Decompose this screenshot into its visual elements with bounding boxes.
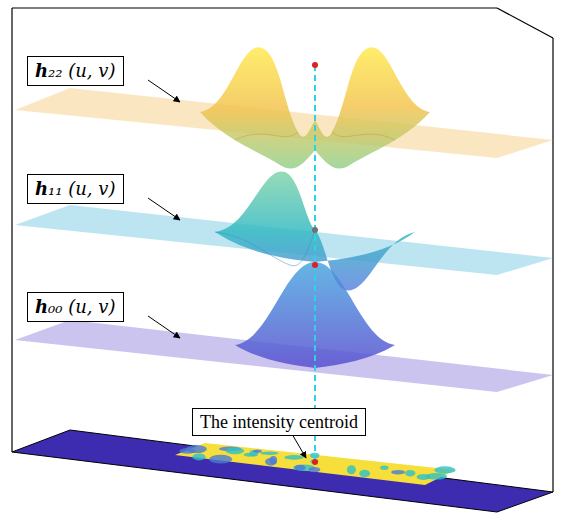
label-text: h₀₀ (u, v) bbox=[35, 295, 116, 319]
centroid-dot bbox=[312, 459, 318, 465]
centroid-dot bbox=[312, 62, 318, 68]
function-label: h₁₁ (u, v) bbox=[27, 174, 124, 204]
centroid-label: The intensity centroid bbox=[192, 408, 366, 436]
centroid-dot bbox=[312, 262, 318, 268]
centroid-dot bbox=[312, 227, 318, 233]
box-frame bbox=[12, 8, 553, 492]
leader-lines bbox=[148, 80, 306, 458]
label-text: h₁₁ (u, v) bbox=[35, 177, 116, 201]
function-label: h₀₀ (u, v) bbox=[27, 292, 124, 322]
floor bbox=[12, 430, 553, 512]
label-text: h₂₂ (u, v) bbox=[35, 59, 116, 83]
function-label: h₂₂ (u, v) bbox=[27, 56, 124, 86]
label-text: The intensity centroid bbox=[200, 411, 358, 433]
